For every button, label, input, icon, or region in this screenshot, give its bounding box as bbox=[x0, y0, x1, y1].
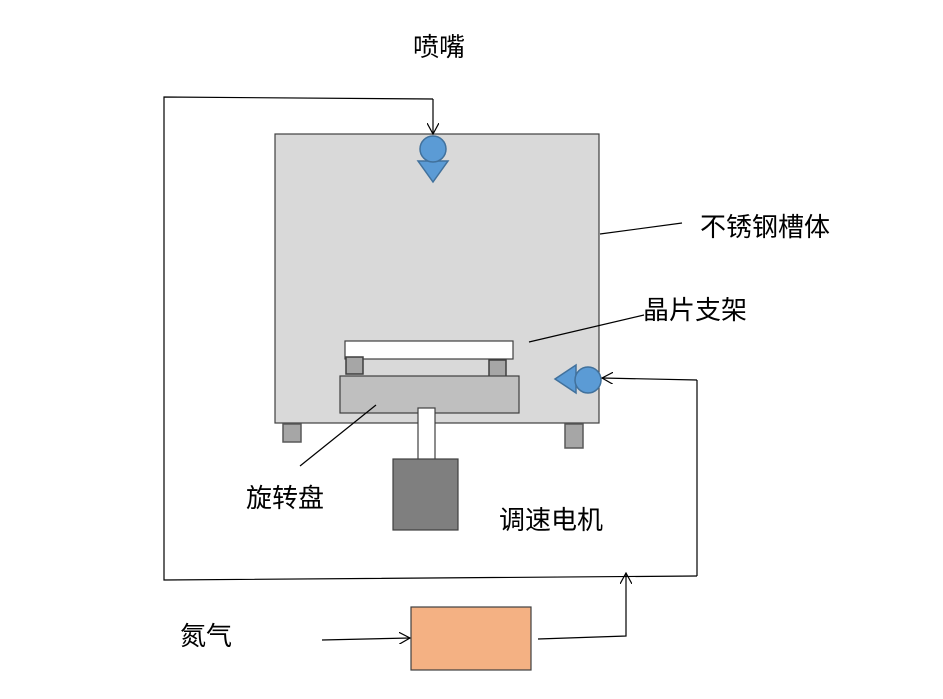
wafer-holder-support-right bbox=[488, 359, 507, 378]
turntable-leader-line bbox=[299, 404, 377, 467]
turntable bbox=[339, 375, 520, 414]
nitrogen-inlet-arrow bbox=[321, 638, 410, 640]
nitrogen-source-box bbox=[410, 606, 532, 671]
nozzle-left-icon bbox=[553, 363, 602, 395]
nitrogen-label: 氮气 bbox=[180, 622, 232, 652]
motor-label: 调速电机 bbox=[499, 506, 603, 536]
wafer-holder-label: 晶片支架 bbox=[643, 296, 747, 326]
stainless-steel-tank bbox=[274, 133, 600, 424]
wafer-holder-support-left bbox=[345, 356, 364, 375]
tank-foot-right bbox=[564, 423, 584, 449]
tank-leader-line bbox=[599, 222, 683, 235]
tank-label: 不锈钢槽体 bbox=[700, 213, 830, 243]
turntable-label: 旋转盘 bbox=[246, 484, 324, 514]
motor-shaft bbox=[417, 407, 436, 462]
box-to-pipe-arrow bbox=[537, 573, 626, 640]
tank-foot-left bbox=[282, 423, 302, 443]
nozzle-down-icon bbox=[416, 135, 450, 184]
speed-motor bbox=[392, 458, 459, 531]
pipe-side-nozzle-arrow bbox=[602, 378, 698, 380]
wafer-holder-plate bbox=[344, 340, 514, 360]
nozzle-label: 喷嘴 bbox=[413, 33, 465, 63]
pipe-left-branch bbox=[163, 96, 698, 581]
holder-leader-line bbox=[528, 314, 645, 343]
